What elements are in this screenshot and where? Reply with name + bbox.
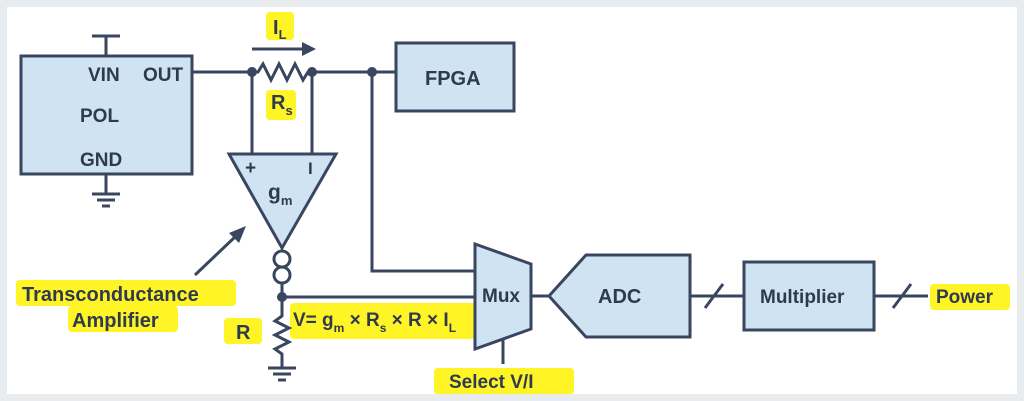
bus-slash-2 bbox=[891, 283, 913, 309]
amp-name-line1: Transconductance bbox=[22, 284, 199, 306]
bus-slash-1 bbox=[703, 283, 725, 309]
pin-vin: VIN bbox=[88, 65, 120, 86]
ground-symbol-pol bbox=[92, 192, 120, 208]
amp-plus-label: + bbox=[245, 158, 256, 179]
highlight-power bbox=[930, 284, 1010, 310]
multiplier-block bbox=[742, 260, 876, 332]
highlight-select bbox=[434, 368, 574, 394]
output-rail: IL Rs FPGA bbox=[192, 17, 516, 118]
sense-resistor-label: Rs bbox=[271, 92, 293, 118]
sense-resistor-rs bbox=[252, 60, 312, 84]
amp-minus-label: I bbox=[308, 159, 313, 178]
fpga-label: FPGA bbox=[425, 68, 481, 90]
pin-out: OUT bbox=[143, 65, 184, 86]
adc-label: ADC bbox=[598, 286, 641, 308]
fpga-block bbox=[394, 41, 516, 113]
voltage-formula: V= gm × Rs × R × IL bbox=[293, 310, 456, 335]
transconductance-amplifier: + I gm Transconductance Amplifier R V= g… bbox=[22, 72, 456, 382]
highlight-il bbox=[266, 12, 294, 40]
voltage-sense-wire bbox=[370, 72, 475, 273]
resistor-r bbox=[271, 297, 293, 368]
power-label: Power bbox=[936, 287, 994, 308]
ground-symbol-r bbox=[268, 366, 296, 382]
resistor-r-label: R bbox=[236, 322, 251, 344]
pol-block-box bbox=[19, 54, 194, 176]
select-label: Select V/I bbox=[449, 372, 534, 393]
current-label: IL bbox=[273, 17, 287, 42]
highlight-amp-2 bbox=[68, 306, 178, 332]
mux-label: Mux bbox=[482, 286, 520, 307]
current-source-circle-top bbox=[272, 249, 292, 269]
mux-block bbox=[473, 241, 533, 352]
amp-pointer-arrow bbox=[193, 234, 238, 277]
highlight-r bbox=[224, 318, 262, 344]
highlight-rs bbox=[266, 90, 296, 120]
pol-block: VIN OUT POL GND bbox=[19, 34, 194, 208]
highlight-amp-1 bbox=[16, 280, 236, 306]
amp-pointer-head bbox=[229, 226, 246, 243]
multiplier-label: Multiplier bbox=[760, 287, 845, 308]
signal-chain: Mux Select V/I ADC Multiplier Power bbox=[282, 72, 994, 393]
amplifier-triangle bbox=[226, 152, 339, 252]
amp-name-line2: Amplifier bbox=[72, 310, 159, 332]
amp-gain-label: gm bbox=[268, 181, 292, 208]
current-arrow-head bbox=[302, 42, 316, 56]
pol-label: POL bbox=[80, 106, 119, 127]
current-source-circle-bottom bbox=[272, 265, 292, 285]
highlight-formula bbox=[290, 303, 480, 339]
pin-gnd: GND bbox=[80, 150, 122, 171]
